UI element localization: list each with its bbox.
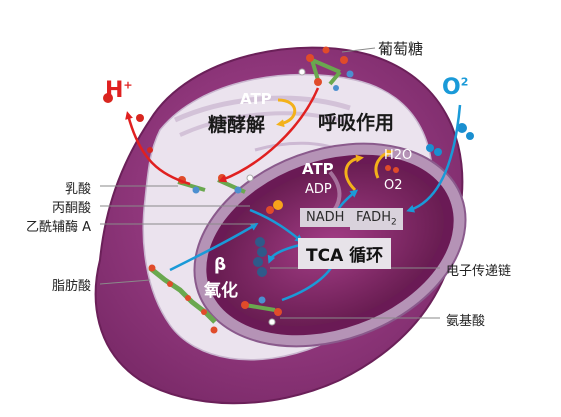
oxygen-text: O [442,75,461,100]
h-plus-text: H [105,78,124,103]
adp-label: ADP [305,182,332,197]
electron-transport-chain [253,237,267,277]
fadh2-sub: 2 [390,217,397,228]
proton-particles [103,93,153,153]
oxygen-in-arrow [406,104,462,213]
amino-acid-molecule [241,296,282,326]
lactic-acid-label: 乳酸 [64,182,91,197]
tca-cycle-box: TCA 循环 [298,238,392,269]
respiration-label: 呼吸作用 [318,112,395,134]
etc-label: 电子传递链 [446,264,512,279]
h2o-label: H2O [384,148,413,163]
o2-label: O2 [384,178,403,193]
adp-atp-arrow [344,154,364,192]
amino-acid-label: 氨基酸 [446,314,486,329]
oxidation-label: 氧化 [204,281,238,301]
fatty-acid-molecule [148,264,218,334]
atp-inner-label: ATP [302,160,334,178]
atp-glycolysis-label: ATP [240,90,272,108]
fadh2-text: FADH [356,210,391,225]
pyruvate-to-matrix-arrow [249,208,304,243]
o2-h2o-arrow [374,149,394,179]
to-lactic-arrow [125,111,191,186]
tca-to-etc-arrow [267,243,301,264]
fatty-acid-arrow [169,222,259,272]
glucose-label: 葡萄糖 [378,40,424,58]
h-plus-sup: + [123,78,133,92]
glycolysis-atp-arrow [276,98,297,128]
glucose-to-pyruvate-arrow [218,87,320,183]
glucose-molecule [298,46,354,91]
oxygen-particles [385,123,474,173]
h-plus-label: H+ [105,78,133,103]
glycolysis-label: 糖酵解 [208,114,266,136]
nadh-box: NADH [300,208,351,227]
pyruvic-acid-label: 丙酮酸 [51,201,91,216]
acetyl-coa-label: 乙酰辅酶 A [25,220,91,235]
oxygen-label: O2 [442,75,468,100]
oxygen-sup: 2 [460,75,469,89]
beta-label: β [214,255,227,275]
fadh2-box: FADH2 [350,208,403,230]
fatty-acid-label: 脂肪酸 [51,279,91,294]
